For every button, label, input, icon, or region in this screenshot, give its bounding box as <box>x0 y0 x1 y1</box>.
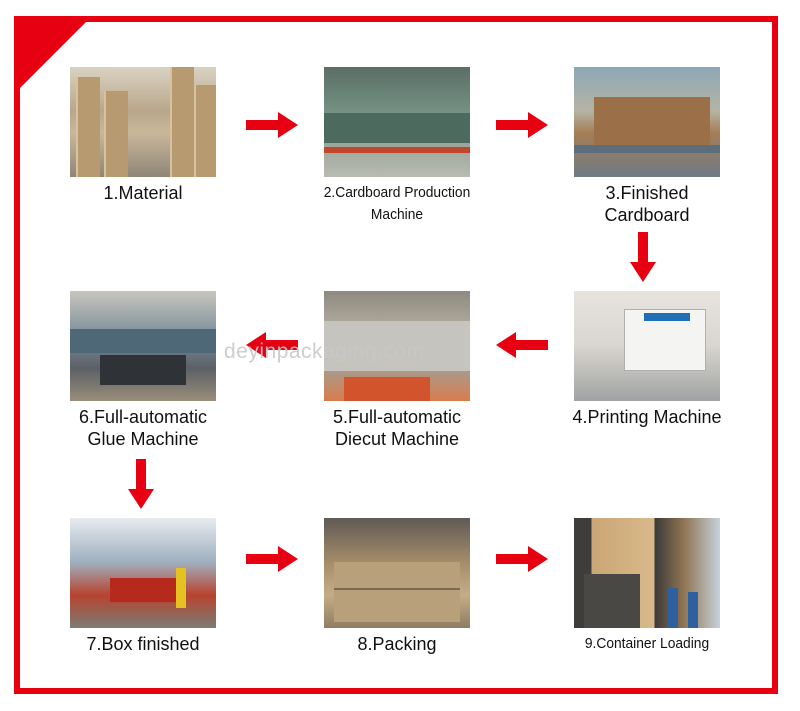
step-label: 7.Box finished <box>86 634 200 654</box>
arrow-right-icon <box>246 546 298 572</box>
arrow-right-icon <box>496 546 548 572</box>
cardboard-production-photo <box>324 67 470 177</box>
container-loading-photo <box>574 518 720 628</box>
arrow-down-icon <box>128 459 154 509</box>
finished-cardboard-photo <box>574 67 720 177</box>
step-label: 2.Cardboard Production <box>323 184 471 201</box>
step-label: 3.Finished <box>605 183 689 203</box>
arrow-left-icon <box>246 332 298 358</box>
step-container-loading: 9.Container Loading <box>559 518 735 656</box>
printing-machine-photo <box>574 291 720 401</box>
glue-machine-photo <box>70 291 216 401</box>
arrow-left-icon <box>496 332 548 358</box>
step-label: 5.Full-automatic <box>332 407 462 427</box>
step-box-finished: 7.Box finished <box>55 518 231 656</box>
step-label: 6.Full-automatic <box>78 407 208 427</box>
step-label: 1.Material <box>103 183 183 203</box>
red-border-frame <box>14 16 778 694</box>
step-label-line2: Cardboard <box>604 205 690 225</box>
step-label-line2: Glue Machine <box>87 429 199 449</box>
arrow-right-icon <box>496 112 548 138</box>
arrow-down-icon <box>630 232 656 282</box>
box-finished-photo <box>70 518 216 628</box>
step-label: 8.Packing <box>357 634 437 654</box>
watermark: deyinpackaging.com <box>224 340 425 363</box>
diecut-machine-photo <box>324 291 470 401</box>
step-material: 1.Material <box>55 67 231 205</box>
step-label-line2: Machine <box>370 206 424 223</box>
step-packing: 8.Packing <box>309 518 485 656</box>
step-finished-cardboard: 3.Finished Cardboard <box>559 67 735 227</box>
packing-photo <box>324 518 470 628</box>
step-cardboard-production: 2.Cardboard Production Machine <box>309 67 485 227</box>
material-photo <box>70 67 216 177</box>
step-glue-machine: 6.Full-automatic Glue Machine <box>55 291 231 451</box>
arrow-right-icon <box>246 112 298 138</box>
step-label-line2: Diecut Machine <box>334 429 460 449</box>
step-diecut-machine: 5.Full-automatic Diecut Machine <box>309 291 485 451</box>
step-label: 9.Container Loading <box>584 635 710 652</box>
step-label: 4.Printing Machine <box>572 407 722 427</box>
step-printing-machine: 4.Printing Machine <box>559 291 735 429</box>
